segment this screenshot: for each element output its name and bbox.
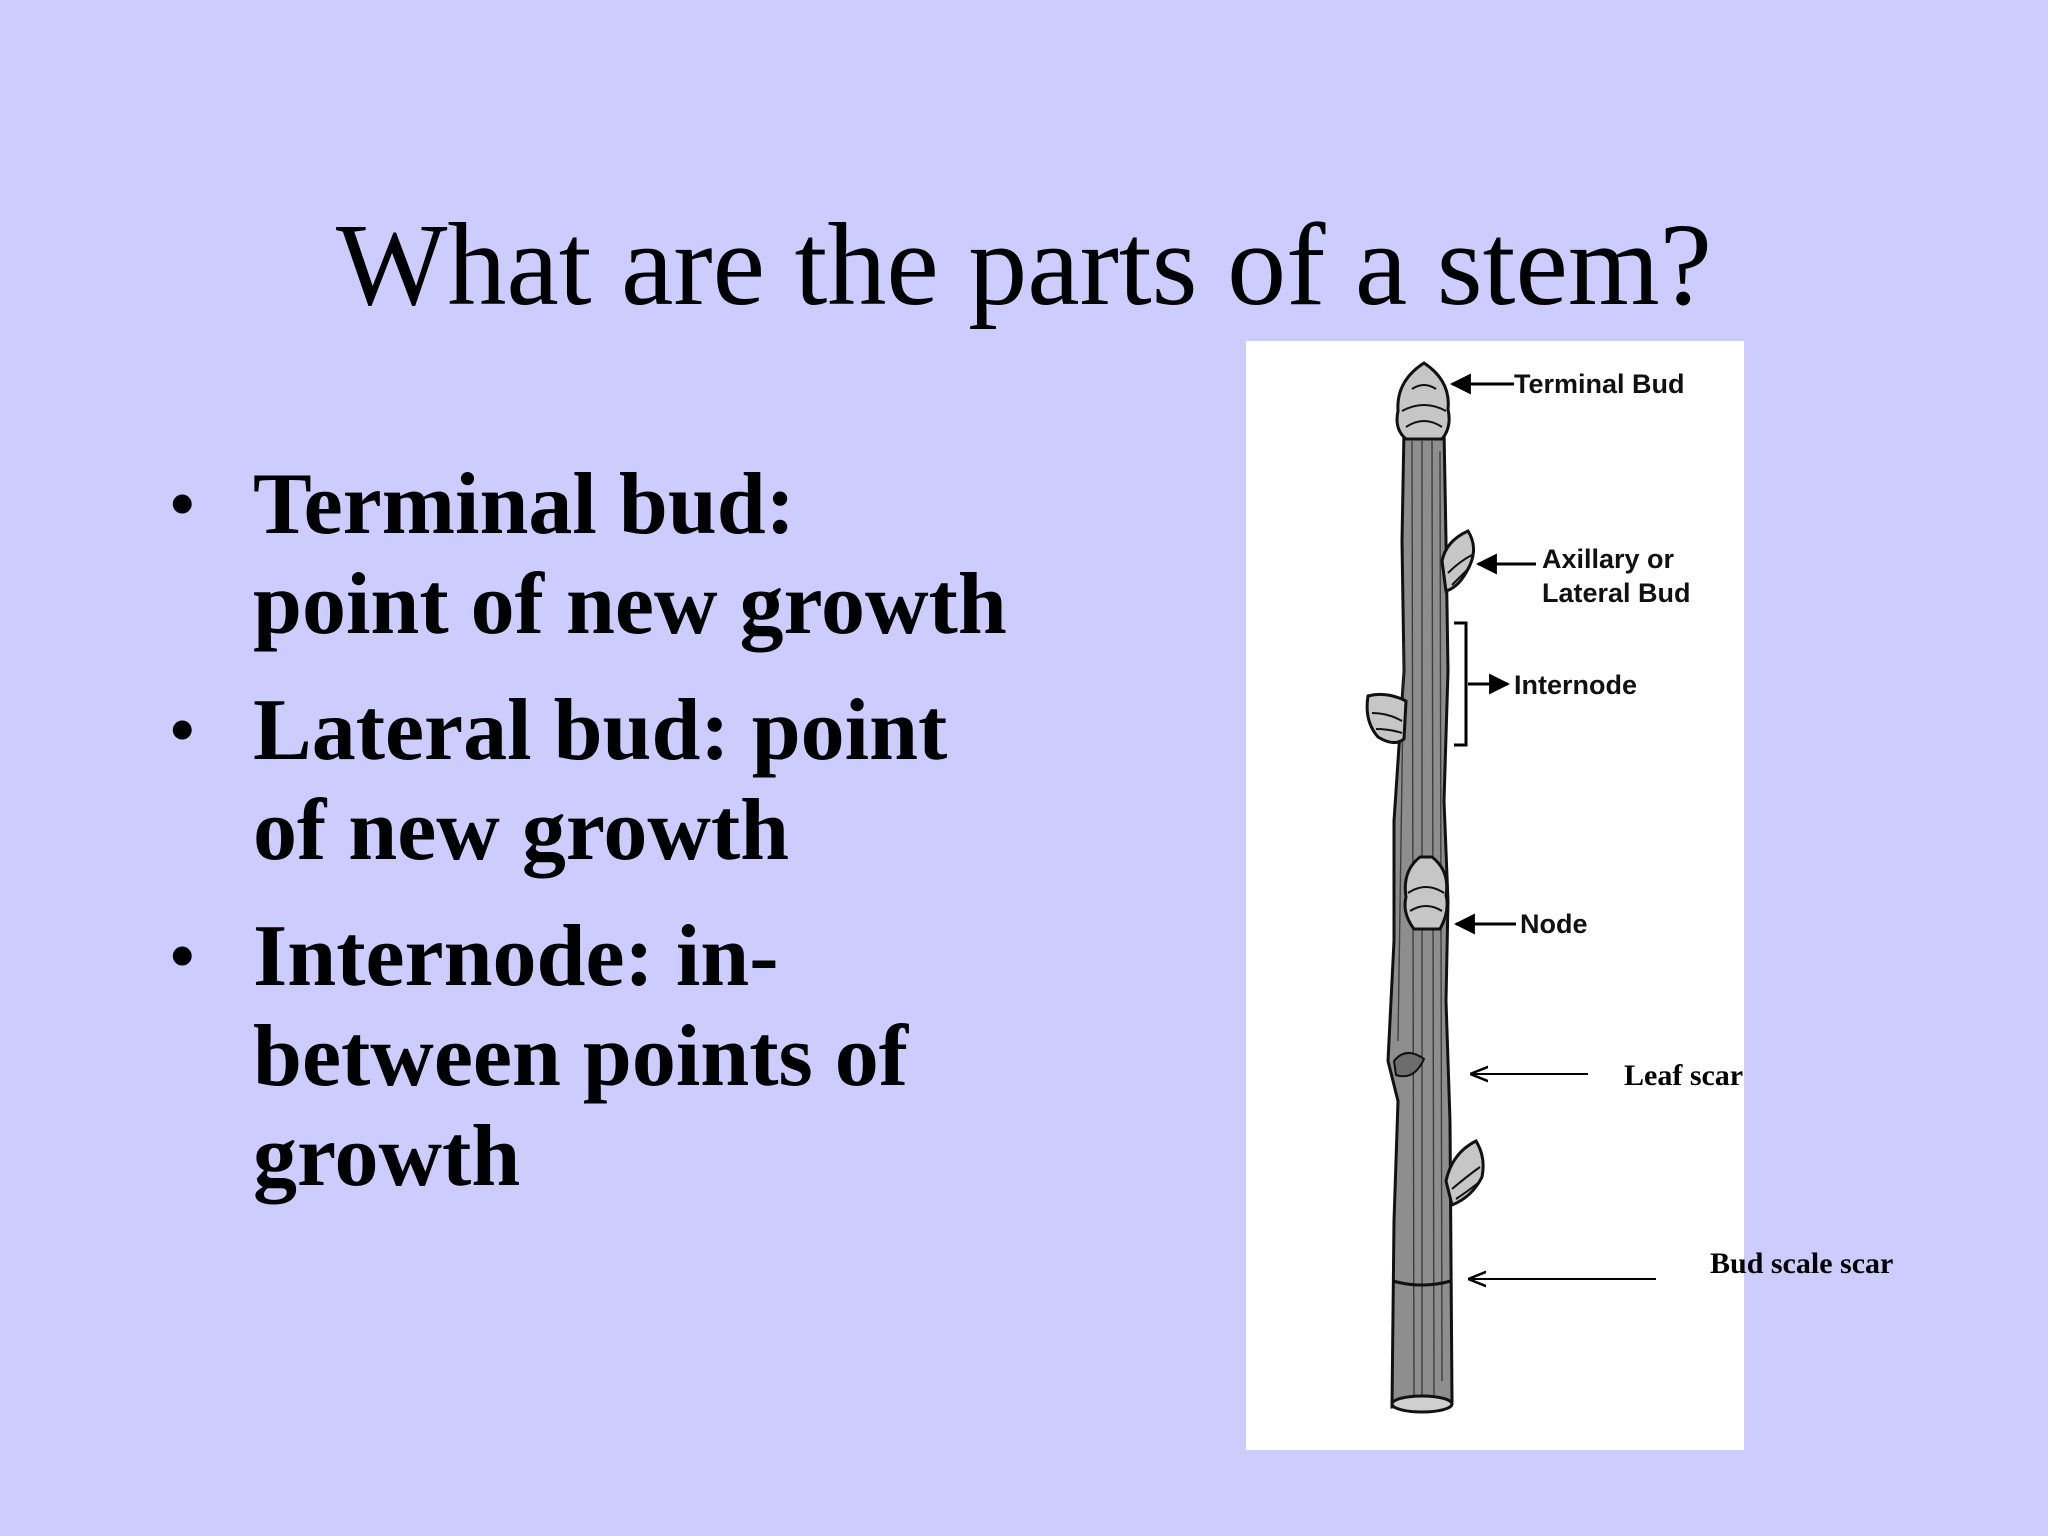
bullet-symbol: • <box>170 466 195 543</box>
label-terminal-bud: Terminal Bud <box>1514 369 1685 399</box>
label-node: Node <box>1520 909 1588 939</box>
internode-bracket <box>1454 621 1468 747</box>
terminal-bud-icon <box>1395 361 1451 441</box>
axillary-bud-icon <box>1440 529 1475 593</box>
bullet-symbol: • <box>170 918 195 995</box>
lower-bud-icon <box>1444 1139 1485 1208</box>
bullet-symbol: • <box>170 692 195 769</box>
label-bud-scale-scar: Bud scale scar <box>1710 1247 1893 1280</box>
bullet-item-lateral-bud: • Lateral bud: point of new growth <box>170 681 1010 881</box>
bullet-item-terminal-bud: • Terminal bud: point of new growth <box>170 455 1010 655</box>
label-axillary-line2: Lateral Bud <box>1542 578 1691 608</box>
bullet-list: • Terminal bud: point of new growth • La… <box>170 455 1010 1233</box>
bullet-item-internode: • Internode: in-between points of growth <box>170 907 1010 1207</box>
stem-figure-panel <box>1246 341 1744 1450</box>
node-bud-icon <box>1403 855 1449 931</box>
label-leaf-scar: Leaf scar <box>1624 1059 1743 1092</box>
label-internode: Internode <box>1514 670 1637 700</box>
bullet-text: Internode: in-between points of growth <box>253 908 909 1205</box>
label-axillary-line1: Axillary or <box>1542 544 1675 574</box>
side-bud-left-icon <box>1365 692 1408 744</box>
stem-diagram: Terminal Bud Axillary or Lateral Bud Int… <box>1365 361 1893 1414</box>
bullet-text: Terminal bud: point of new growth <box>253 456 1007 653</box>
slide-title: What are the parts of a stem? <box>335 199 1712 330</box>
bullet-text: Lateral bud: point of new growth <box>253 682 948 879</box>
